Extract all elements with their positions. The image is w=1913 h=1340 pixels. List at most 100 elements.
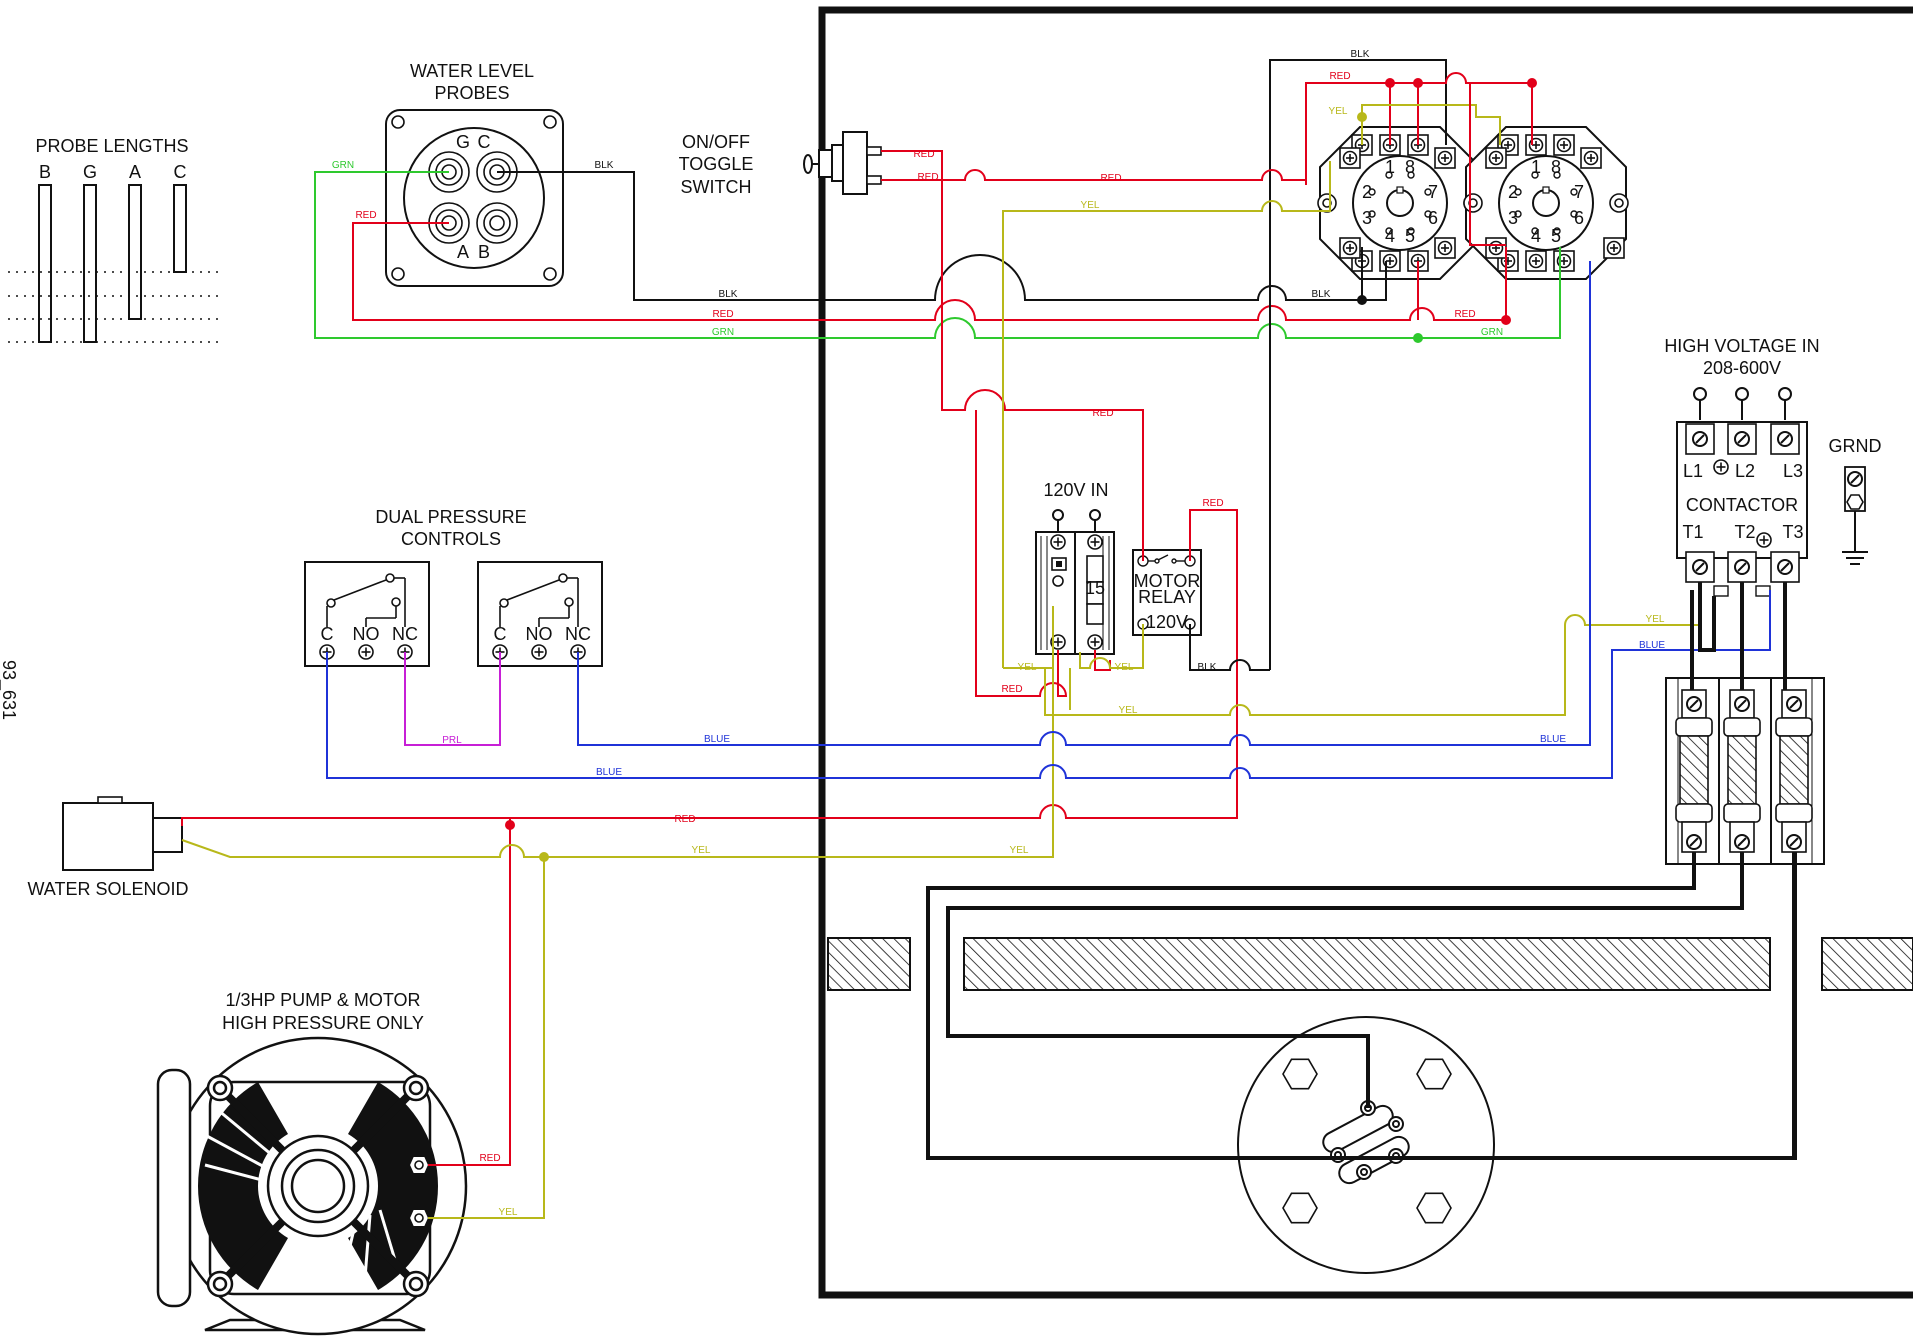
wire-blk-probe xyxy=(497,171,1363,301)
probe-label-c: C xyxy=(174,162,187,182)
label-yel-6: YEL xyxy=(1646,614,1665,625)
label-grn-3: GRN xyxy=(1481,327,1503,338)
label-blk-3: BLK xyxy=(1351,49,1370,60)
label-yel-8: YEL xyxy=(1010,845,1029,856)
junction-dots xyxy=(505,78,1537,862)
motor-relay-title-2: RELAY xyxy=(1138,587,1196,607)
dual-pressure-title-2: CONTROLS xyxy=(401,529,501,549)
ps1-no-label: NO xyxy=(353,624,380,644)
motor-relay: MOTOR RELAY 120V xyxy=(1132,549,1202,636)
label-red-12: RED xyxy=(479,1153,500,1164)
socket2-pin-8: 8 xyxy=(1551,157,1561,177)
wires xyxy=(181,59,1771,1219)
wire-red-toggle-1 xyxy=(881,150,1144,561)
label-yel-3: YEL xyxy=(1018,662,1037,673)
socket2-pin-7: 7 xyxy=(1574,182,1584,202)
ground-terminal: GRND xyxy=(1829,436,1882,565)
socket1-pin-2: 2 xyxy=(1362,182,1372,202)
v120-title: 120V IN xyxy=(1043,480,1108,500)
socket2-pin-5: 5 xyxy=(1551,226,1561,246)
label-red-11: RED xyxy=(674,814,695,825)
label-grn-1: GRN xyxy=(332,160,354,171)
probe-bar-b xyxy=(38,184,52,343)
breaker-120v: 120V IN 15 xyxy=(1035,480,1115,655)
ps1-c-label: C xyxy=(321,624,334,644)
wire-yel-socket xyxy=(1002,161,1331,668)
wire-red-toggle-2 xyxy=(881,169,1307,185)
socket2-pin-4: 4 xyxy=(1531,226,1541,246)
contactor-title: CONTACTOR xyxy=(1686,495,1798,515)
socket1-pin-1: 1 xyxy=(1385,157,1395,177)
toggle-switch: ON/OFF TOGGLE SWITCH xyxy=(679,131,882,197)
wire-yel-relay xyxy=(1079,624,1144,669)
breaker-15: 15 xyxy=(1085,578,1105,598)
label-red-2: RED xyxy=(712,309,733,320)
label-yel-9: YEL xyxy=(499,1207,518,1218)
socket1-pin-5: 5 xyxy=(1405,226,1415,246)
label-red-3: RED xyxy=(913,149,934,160)
motor-relay-title-1: MOTOR xyxy=(1134,571,1201,591)
contactor-t1: T1 xyxy=(1682,522,1703,542)
wire-blk-relay xyxy=(1189,624,1270,671)
label-prl: PRL xyxy=(442,735,462,746)
label-yel-7: YEL xyxy=(692,845,711,856)
ps2-nc-label: NC xyxy=(565,624,591,644)
socket2-pin-2: 2 xyxy=(1508,182,1518,202)
pressure-switch-1: C NO NC xyxy=(304,561,430,667)
probe-lengths-title: PROBE LENGTHS xyxy=(35,136,188,156)
socket2-pin-6: 6 xyxy=(1574,208,1584,228)
dual-pressure-controls: DUAL PRESSURE CONTROLS C NO NC C NO NC xyxy=(304,507,603,667)
octal-socket-2: 1 2 3 4 5 6 7 8 xyxy=(1463,126,1629,280)
label-red-9: RED xyxy=(1202,498,1223,509)
probe-label-g: G xyxy=(83,162,97,182)
wire-blue-1 xyxy=(577,261,1591,746)
water-level-title-2: PROBES xyxy=(434,83,509,103)
socket1-pin-7: 7 xyxy=(1428,182,1438,202)
pump-title-2: HIGH PRESSURE ONLY xyxy=(222,1013,424,1033)
contactor-l2: L2 xyxy=(1735,461,1755,481)
label-blk-5: BLK xyxy=(1198,662,1217,673)
wire-yel-solenoid xyxy=(181,668,1054,858)
probe-b-label: B xyxy=(478,242,490,262)
probe-label-a: A xyxy=(129,162,141,182)
socket2-pin-1: 1 xyxy=(1531,157,1541,177)
wire-yel-pump xyxy=(428,857,545,1219)
wire-blk-top xyxy=(1269,59,1447,670)
water-level-title-1: WATER LEVEL xyxy=(410,61,534,81)
wire-red-top xyxy=(1305,72,1533,185)
label-yel-1: YEL xyxy=(1081,200,1100,211)
label-yel-4: YEL xyxy=(1115,662,1134,673)
label-blue-3: BLUE xyxy=(1540,734,1566,745)
high-voltage-title-2: 208-600V xyxy=(1703,358,1781,378)
probe-c-label: C xyxy=(478,132,491,152)
wire-grn-probe xyxy=(314,171,1561,339)
pump-motor: 1/3HP PUMP & MOTOR HIGH PRESSURE ONLY xyxy=(156,990,468,1336)
socket1-pin-3: 3 xyxy=(1362,208,1372,228)
probe-lengths: PROBE LENGTHS B G A C xyxy=(8,136,220,343)
label-blk-1: BLK xyxy=(595,160,614,171)
water-level-probes: WATER LEVEL PROBES G C A B xyxy=(385,61,564,287)
motor-relay-120v: 120V xyxy=(1146,612,1188,632)
label-blk-4: BLK xyxy=(1312,289,1331,300)
contactor-l3: L3 xyxy=(1783,461,1803,481)
water-solenoid-title: WATER SOLENOID xyxy=(27,879,188,899)
side-code: 93_631 xyxy=(0,660,19,720)
label-red-7: RED xyxy=(1454,309,1475,320)
high-voltage-title-1: HIGH VOLTAGE IN xyxy=(1664,336,1819,356)
label-red-10: RED xyxy=(1001,684,1022,695)
wire-yel-breaker xyxy=(1003,606,1054,669)
dual-pressure-title-1: DUAL PRESSURE xyxy=(375,507,526,527)
probe-label-b: B xyxy=(39,162,51,182)
contactor-t2: T2 xyxy=(1734,522,1755,542)
label-blue-4: BLUE xyxy=(596,767,622,778)
label-yel-5: YEL xyxy=(1119,705,1138,716)
wire-labels: GRN RED BLK BLK RED GRN RED RED RED YEL … xyxy=(332,49,1666,1218)
label-blk-2: BLK xyxy=(719,289,738,300)
ps2-c-label: C xyxy=(494,624,507,644)
probe-a-label: A xyxy=(457,242,469,262)
toggle-title-1: ON/OFF xyxy=(682,132,750,152)
socket2-pin-3: 3 xyxy=(1508,208,1518,228)
label-red-4: RED xyxy=(917,172,938,183)
wire-purple xyxy=(404,652,501,746)
